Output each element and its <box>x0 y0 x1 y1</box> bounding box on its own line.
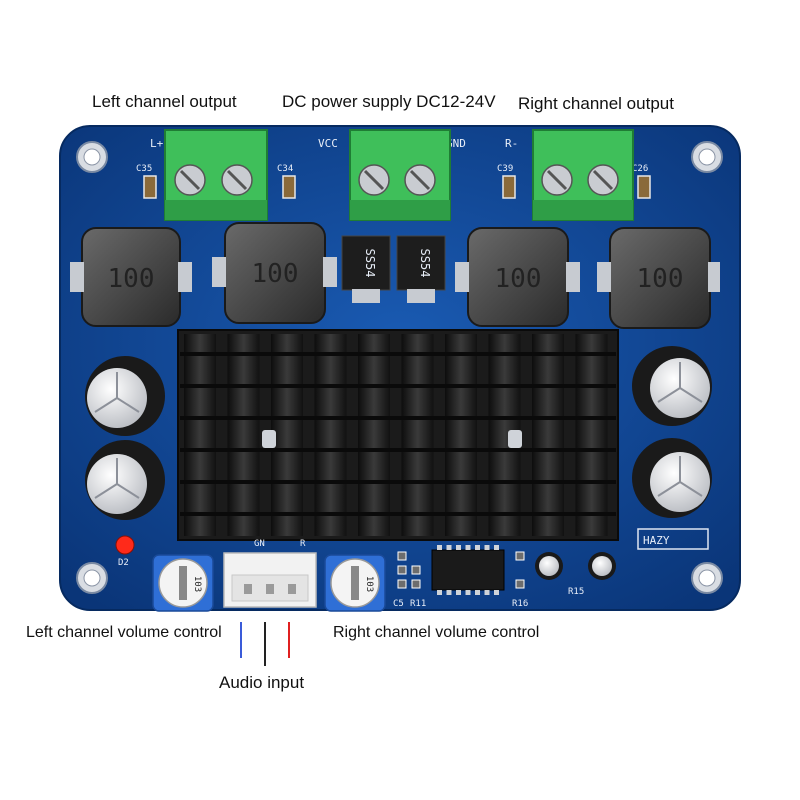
silk-gn: GN <box>254 539 265 549</box>
inductor-4-marking: 100 <box>637 264 684 294</box>
terminal-right-output <box>532 129 634 221</box>
audio-input-connector[interactable] <box>223 552 317 608</box>
ic-pin <box>494 590 499 595</box>
small-cap-2 <box>588 552 616 580</box>
smd-cap-c26 <box>637 175 651 199</box>
ic-pin <box>465 590 471 595</box>
smd-cap-c35 <box>143 175 157 199</box>
ic-pin <box>484 590 490 595</box>
heatsink-groove <box>180 416 616 420</box>
ic-pin <box>456 545 461 550</box>
audio-input-label: Audio input <box>219 673 305 692</box>
silk-l-plus: L+ <box>150 137 164 150</box>
silk-c35: C35 <box>136 164 152 174</box>
silk-r11: R11 <box>410 599 426 609</box>
heatsink-groove <box>180 512 616 516</box>
inductor-1: 100 <box>70 227 192 327</box>
heatsink <box>177 329 619 541</box>
inductor-4: 100 <box>597 227 720 329</box>
ic-pin <box>446 590 452 595</box>
silk-r-minus: R- <box>505 137 518 150</box>
heatsink-clip-left <box>262 430 276 448</box>
ic-pin <box>475 545 480 550</box>
inductor-1-marking: 100 <box>108 264 155 294</box>
silk-c39: C39 <box>497 164 513 174</box>
silk-c26: C26 <box>632 164 648 174</box>
mounting-hole-top-left <box>76 141 108 173</box>
diode-1-marking: SS54 <box>363 249 377 278</box>
ic-pin <box>475 590 480 595</box>
heatsink-clip-right <box>508 430 522 448</box>
ic-pin <box>437 545 442 550</box>
left-channel-output-label: Left channel output <box>92 92 237 111</box>
inductor-2-marking: 100 <box>252 259 299 289</box>
electrolytic-cap-left-top <box>85 356 165 436</box>
right-channel-output-label: Right channel output <box>518 94 674 113</box>
dc-power-supply-label: DC power supply DC12-24V <box>282 92 496 111</box>
pot-right-marking: 103 <box>364 576 374 592</box>
silk-d2: D2 <box>118 558 129 568</box>
mounting-hole-bottom-left <box>76 562 108 594</box>
ic-pin <box>446 545 452 550</box>
smd-cap-c39 <box>502 175 516 199</box>
heatsink-fin <box>314 334 347 536</box>
left-volume-control-label: Left channel volume control <box>26 624 222 641</box>
brand-label: HAZY <box>643 534 670 547</box>
diode-1: SS54 <box>341 235 391 303</box>
heatsink-fin <box>358 334 390 536</box>
volume-pot-right[interactable]: 103 <box>324 554 386 612</box>
ic-pin <box>465 545 471 550</box>
inductor-3: 100 <box>455 227 580 327</box>
ic-pin <box>456 590 461 595</box>
heatsink-fin <box>271 334 303 536</box>
heatsink-groove <box>180 480 616 484</box>
ic-pin <box>437 590 442 595</box>
heatsink-fin <box>532 334 564 536</box>
silk-c34: C34 <box>277 164 293 174</box>
mounting-hole-top-right <box>691 141 723 173</box>
heatsink-groove <box>180 384 616 388</box>
silk-c5: C5 <box>393 599 404 609</box>
inductor-3-marking: 100 <box>495 264 542 294</box>
inductor-2: 100 <box>212 222 337 324</box>
small-cap-1 <box>535 552 563 580</box>
heatsink-fin <box>227 334 260 536</box>
terminal-dc-power <box>349 129 451 221</box>
electrolytic-cap-left-bottom <box>85 440 165 520</box>
diode-2: SS54 <box>396 235 446 303</box>
terminal-left-output <box>164 129 268 221</box>
silk-r15: R15 <box>568 587 584 597</box>
led-d2 <box>115 535 135 555</box>
heatsink-groove <box>180 352 616 356</box>
heatsink-groove <box>180 448 616 452</box>
ic-pin <box>484 545 490 550</box>
silk-r16: R16 <box>512 599 528 609</box>
right-volume-control-label: Right channel volume control <box>333 624 540 641</box>
mounting-hole-bottom-right <box>691 562 723 594</box>
electrolytic-cap-right-top <box>632 346 712 426</box>
pot-left-marking: 103 <box>192 576 202 592</box>
heatsink-fin <box>575 334 608 536</box>
silk-r: R <box>300 539 306 549</box>
electrolytic-cap-right-bottom <box>632 438 712 518</box>
smd-parts-cluster <box>397 551 525 589</box>
smd-cap-c34 <box>282 175 296 199</box>
silk-vcc: VCC <box>318 137 338 150</box>
diode-2-marking: SS54 <box>418 249 432 278</box>
heatsink-fin <box>184 334 216 536</box>
ic-chip <box>431 545 505 595</box>
ic-pin <box>494 545 499 550</box>
heatsink-fin <box>445 334 477 536</box>
volume-pot-left[interactable]: 103 <box>152 554 214 612</box>
heatsink-fin <box>401 334 434 536</box>
